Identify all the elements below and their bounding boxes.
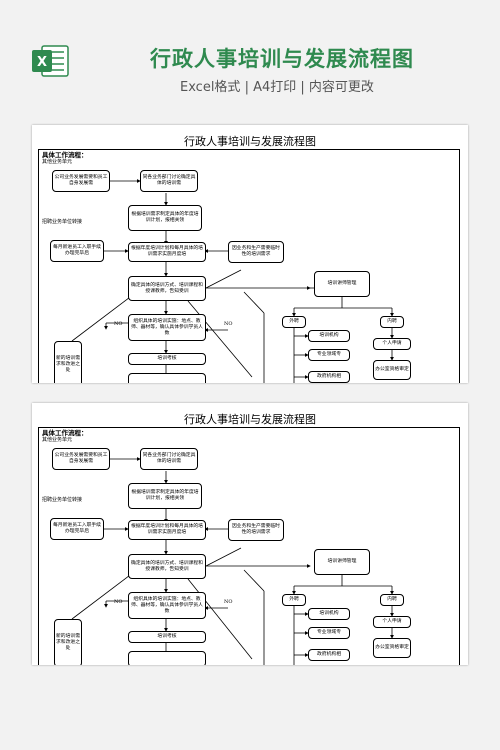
flow-node: 专业领域专 [308, 349, 350, 361]
doc-title: 行政人事培训与发展流程图 [184, 413, 316, 426]
flow-node: 新的培训需求和改进之处 [54, 619, 82, 665]
flow-node: 个人申请 [373, 338, 411, 350]
no-label: NO [224, 321, 233, 327]
lane-label-recruit: 招聘业务单位转接 [42, 219, 83, 225]
flow-node: 内聘 [380, 594, 404, 606]
flow-node: 培训讲师管理 [314, 271, 370, 297]
flow-node: 内聘 [380, 316, 404, 328]
svg-text:X: X [37, 55, 47, 70]
page-title: 行政人事培训与发展流程图 [150, 47, 414, 71]
flow-node: 个人申请 [373, 616, 411, 628]
document-preview-1: 行政人事培训与发展流程图 [32, 125, 468, 383]
flow-node: 政府机构相 [308, 371, 350, 383]
flow-node: 公司业务发展需要和员工自身发展需 [52, 170, 110, 192]
flow-node: 因业务和生产需要临时性的培训需求 [228, 241, 284, 263]
lane-label-recruit: 招聘业务单位转接 [42, 497, 83, 503]
page-subtitle: Excel格式 | A4打印 | 内容可更改 [180, 80, 374, 95]
flow-node: 新的培训需求和改进之处 [54, 341, 82, 383]
flow-node: 组织具体的培训实施：地点、教师、器材等，确认具体参训学员人数 [128, 314, 206, 341]
flow-node: 确定具体的培训方式、培训课程和授课教师，告知受训 [128, 276, 206, 301]
doc-frame [38, 427, 460, 665]
flow-node: 同各业务部门讨论确定具体的培训需 [140, 448, 198, 470]
flow-node: 培训讲师管理 [314, 549, 370, 575]
flow-node: 培训机构 [308, 608, 350, 620]
flow-node: 根据年度培训计划和每月具体的培训需求实施月度培 [128, 242, 206, 262]
section-heading: 具体工作流程： [42, 429, 88, 437]
flow-node: 根据培训需求制定具体的年度培训计划，报相关领 [128, 483, 202, 509]
flow-connectors [71, 179, 394, 383]
flow-node: 办公室资格审定 [373, 360, 411, 380]
doc-title: 行政人事培训与发展流程图 [184, 135, 316, 148]
page-header: X 行政人事培训与发展流程图 Excel格式 | A4打印 | 内容可更改 [0, 0, 500, 115]
flow-node: 组织具体的培训实施：地点、教师、器材等，确认具体参训学员人数 [128, 592, 206, 619]
flow-node: 培训考核 [128, 631, 206, 643]
flow-node: 确定具体的培训方式、培训课程和授课教师，告知受训 [128, 554, 206, 579]
flow-node: 外聘 [282, 594, 306, 606]
section-heading: 具体工作流程： [42, 151, 88, 159]
flow-node [128, 373, 206, 383]
no-label: NO [114, 599, 123, 605]
flow-node: 每月新进员工入职手续办理完毕后 [50, 518, 104, 540]
lane-label-other: 其他业务单元 [42, 437, 73, 443]
flow-node: 培训考核 [128, 353, 206, 365]
lane-label-other: 其他业务单元 [42, 159, 73, 165]
flow-node: 根据培训需求制定具体的年度培训计划，报相关领 [128, 205, 202, 231]
doc-frame [38, 149, 460, 383]
flow-node: 公司业务发展需要和员工自身发展需 [52, 448, 110, 470]
flow-node: 因业务和生产需要临时性的培训需求 [228, 519, 284, 541]
flow-node: 政府机构相 [308, 649, 350, 661]
flow-node: 每月新进员工入职手续办理完毕后 [50, 240, 104, 262]
document-preview-2: 行政人事培训与发展流程图 [32, 403, 468, 665]
no-label: NO [224, 599, 233, 605]
excel-icon: X [32, 45, 69, 77]
flow-node: 外聘 [282, 316, 306, 328]
no-label: NO [114, 321, 123, 327]
flow-node: 办公室资格审定 [373, 638, 411, 658]
flow-node [128, 651, 206, 665]
flow-node: 培训机构 [308, 330, 350, 342]
flow-node: 根据年度培训计划和每月具体的培训需求实施月度培 [128, 520, 206, 540]
flow-node: 同各业务部门讨论确定具体的培训需 [140, 170, 198, 192]
flow-node: 专业领域专 [308, 627, 350, 639]
